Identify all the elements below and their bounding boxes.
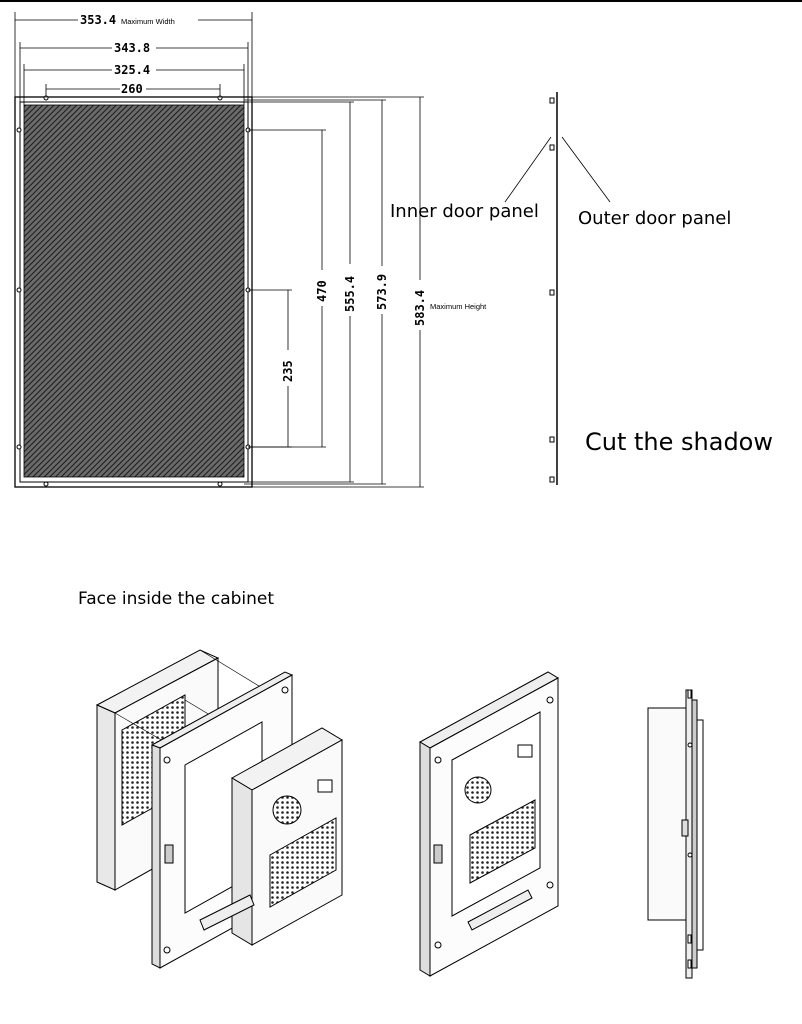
width-260-value: 260 [121, 82, 143, 96]
inner-door-panel-label: Inner door panel [390, 201, 539, 222]
dim-max-height: 583.4 Maximum Height [252, 96, 487, 488]
height-470-value: 470 [315, 280, 329, 302]
cut-the-shadow-label: Cut the shadow [585, 428, 773, 456]
dim-max-width: 353.4 Maximum Width [14, 12, 253, 97]
max-width-value: 353.4 [80, 13, 116, 27]
ventilation-mesh [23, 104, 245, 478]
assembled-isometric-view [418, 671, 560, 977]
height-235-value: 235 [281, 360, 295, 382]
max-height-note: Maximum Height [430, 302, 487, 311]
side-profile: Inner door panel Outer door panel Cut th… [390, 92, 773, 485]
outer-frame [14, 96, 253, 488]
exploded-isometric-view [95, 649, 343, 969]
max-width-note: Maximum Width [121, 17, 175, 26]
section-title: Face inside the cabinet [78, 589, 274, 609]
dim-height-235: 235 [248, 289, 295, 448]
mounting-holes [16, 95, 251, 487]
dim-height-470: 470 [248, 129, 329, 448]
height-573-value: 573.9 [375, 274, 389, 310]
width-343-value: 343.8 [114, 41, 150, 55]
dim-height-573: 573.9 [244, 99, 389, 485]
max-height-value: 583.4 [413, 290, 427, 326]
width-325-value: 325.4 [114, 63, 150, 77]
dim-width-343: 343.8 [19, 41, 249, 102]
height-555-value: 555.4 [343, 276, 357, 312]
outer-door-panel-label: Outer door panel [578, 208, 731, 229]
side-view-small [647, 689, 704, 979]
dim-width-260: 260 [45, 82, 221, 98]
front-view-drawing: 353.4 Maximum Width 343.8 325.4 260 [14, 12, 487, 488]
dim-height-555: 555.4 [248, 101, 357, 483]
dim-width-325: 325.4 [23, 63, 245, 105]
